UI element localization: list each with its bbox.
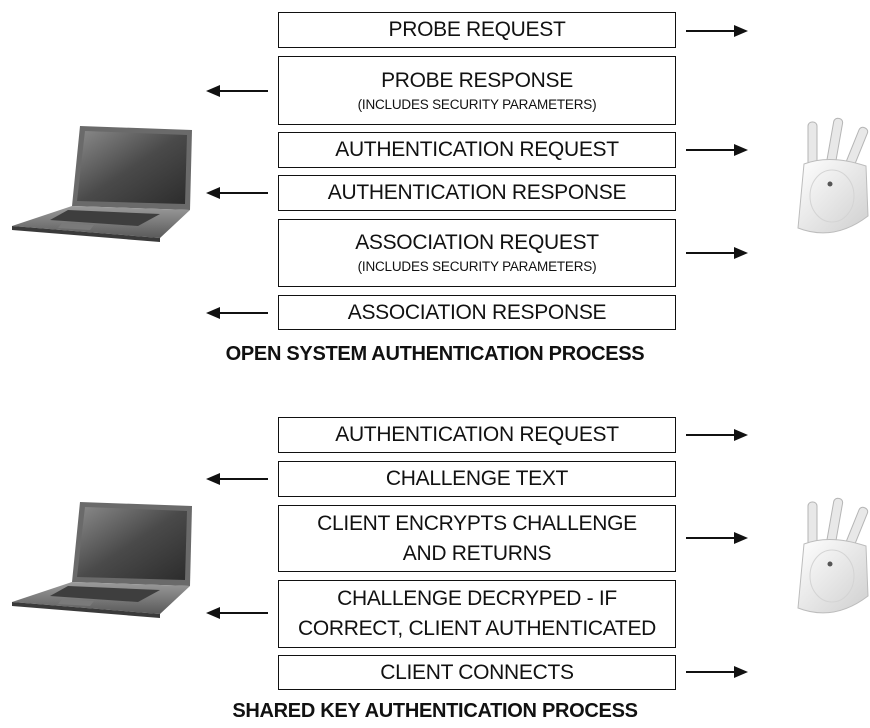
arrow-right-icon	[686, 247, 748, 259]
msg-sublabel: (INCLUDES SECURITY PARAMETERS)	[357, 259, 597, 274]
arrow-right-icon	[686, 532, 748, 544]
msg-label: AUTHENTICATION REQUEST	[335, 138, 619, 161]
arrow-right-icon	[686, 144, 748, 156]
msg-label: CHALLENGE TEXT	[385, 467, 569, 490]
msg-label: PROBE REQUEST	[388, 18, 566, 41]
msg-challenge-text: CHALLENGE TEXT	[278, 461, 676, 497]
msg-probe-request: PROBE REQUEST	[278, 12, 676, 48]
msg-client-connects: CLIENT CONNECTS	[278, 655, 676, 690]
arrow-left-icon	[206, 307, 268, 319]
access-point-icon	[797, 497, 869, 614]
arrow-left-icon	[206, 187, 268, 199]
msg-association-response: ASSOCIATION RESPONSE	[278, 295, 676, 330]
msg-label-line1: CHALLENGE DECRYPED - IF	[337, 587, 617, 610]
msg-association-request: ASSOCIATION REQUEST (INCLUDES SECURITY P…	[278, 219, 676, 287]
msg-label: ASSOCIATION REQUEST	[355, 231, 599, 254]
msg-label-line2: AND RETURNS	[402, 541, 552, 565]
arrow-right-icon	[686, 25, 748, 37]
msg-label: PROBE RESPONSE	[381, 68, 573, 92]
msg-label: CLIENT CONNECTS	[380, 660, 574, 684]
msg-label-line2: CORRECT, CLIENT AUTHENTICATED	[297, 617, 657, 640]
msg-authentication-response: AUTHENTICATION RESPONSE	[278, 175, 676, 211]
msg-challenge-decrypted: CHALLENGE DECRYPED - IF CORRECT, CLIENT …	[278, 580, 676, 648]
msg-label: AUTHENTICATION RESPONSE	[327, 181, 627, 204]
msg-label-line1: CLIENT ENCRYPTS CHALLENGE	[317, 511, 637, 535]
laptop-icon	[12, 126, 192, 242]
msg-authentication-request: AUTHENTICATION REQUEST	[278, 132, 676, 168]
shared-key-caption: SHARED KEY AUTHENTICATION PROCESS	[232, 700, 638, 722]
access-point-icon	[797, 117, 869, 234]
msg-client-encrypts: CLIENT ENCRYPTS CHALLENGE AND RETURNS	[278, 505, 676, 572]
msg-sublabel: (INCLUDES SECURITY PARAMETERS)	[357, 96, 597, 112]
msg-authentication-request: AUTHENTICATION REQUEST	[278, 417, 676, 453]
arrow-left-icon	[206, 607, 268, 619]
open-system-caption: OPEN SYSTEM AUTHENTICATION PROCESS	[225, 343, 645, 365]
msg-probe-response: PROBE RESPONSE (INCLUDES SECURITY PARAME…	[278, 56, 676, 125]
arrow-left-icon	[206, 85, 268, 97]
msg-label: AUTHENTICATION REQUEST	[335, 423, 619, 446]
arrow-left-icon	[206, 473, 268, 485]
laptop-icon	[12, 502, 192, 618]
msg-label: ASSOCIATION RESPONSE	[347, 300, 607, 324]
arrow-right-icon	[686, 429, 748, 441]
arrow-right-icon	[686, 666, 748, 678]
